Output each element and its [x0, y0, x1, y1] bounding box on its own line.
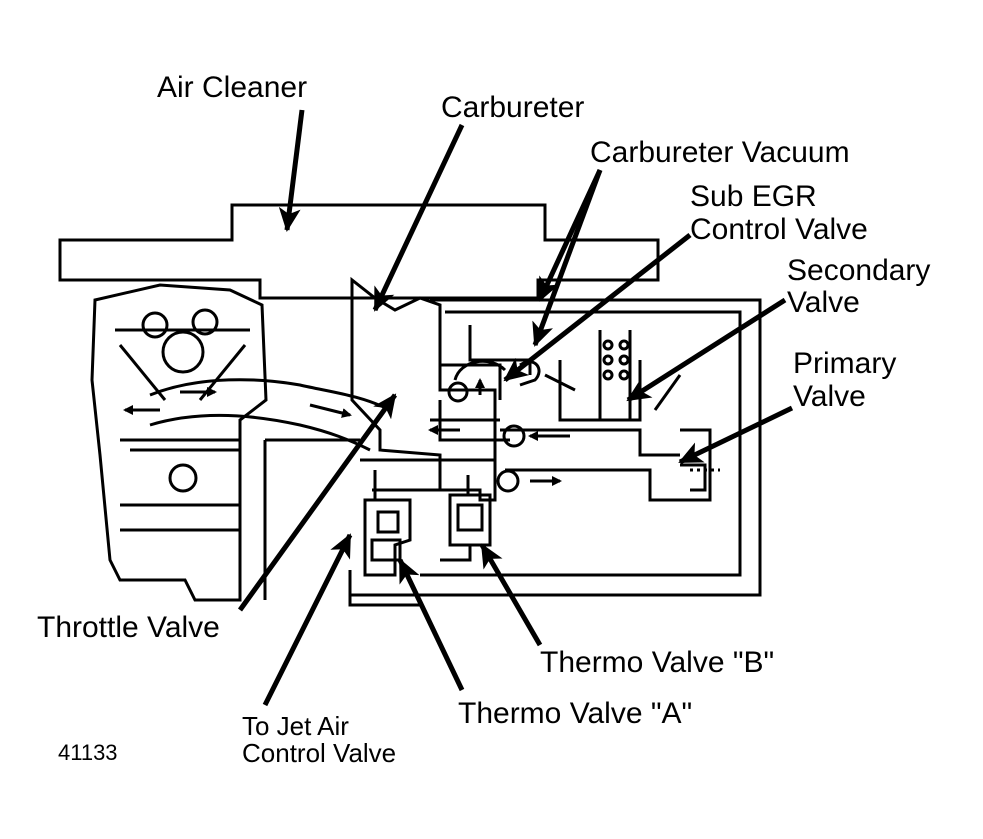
label-thermo-valve-b: Thermo Valve "B"	[540, 646, 775, 679]
air-cleaner-housing	[58, 203, 660, 300]
thermo-valves	[263, 438, 492, 607]
label-primary-line1: Primary	[793, 347, 897, 380]
label-primary-line2: Valve	[793, 380, 866, 413]
carbureter-body	[350, 276, 497, 502]
arrow-sub-egr	[503, 233, 692, 382]
engine-head	[90, 283, 268, 602]
arrow-air-cleaner	[278, 109, 305, 232]
figure-number: 41133	[58, 740, 118, 765]
arrow-throttle-valve	[237, 393, 398, 612]
arrow-primary-valve	[678, 405, 794, 465]
label-secondary-line1: Secondary	[787, 254, 931, 287]
label-throttle-valve: Throttle Valve	[37, 611, 220, 644]
arrow-carbureter	[372, 123, 465, 312]
label-carbureter: Carbureter	[441, 91, 585, 124]
label-carbureter-vacuum: Carbureter Vacuum	[590, 136, 850, 169]
label-sub-egr-line2: Control Valve	[690, 213, 868, 246]
arrow-thermo-b	[479, 543, 543, 647]
label-jet-air-line1: To Jet Air	[242, 711, 349, 741]
label-jet-air-line2: Control Valve	[242, 738, 397, 768]
valve-chamber	[496, 330, 720, 502]
arrow-carbureter-vacuum-2	[532, 169, 603, 347]
arrow-thermo-a	[397, 558, 465, 692]
label-thermo-valve-a: Thermo Valve "A"	[458, 697, 693, 730]
sub-egr-assembly	[348, 298, 762, 597]
arrow-jet-air	[262, 533, 353, 707]
label-secondary-line2: Valve	[787, 286, 860, 319]
callout-arrows	[237, 109, 794, 707]
label-air-cleaner: Air Cleaner	[157, 71, 308, 104]
label-sub-egr-line1: Sub EGR	[690, 180, 817, 213]
arrow-secondary-valve	[626, 297, 787, 403]
